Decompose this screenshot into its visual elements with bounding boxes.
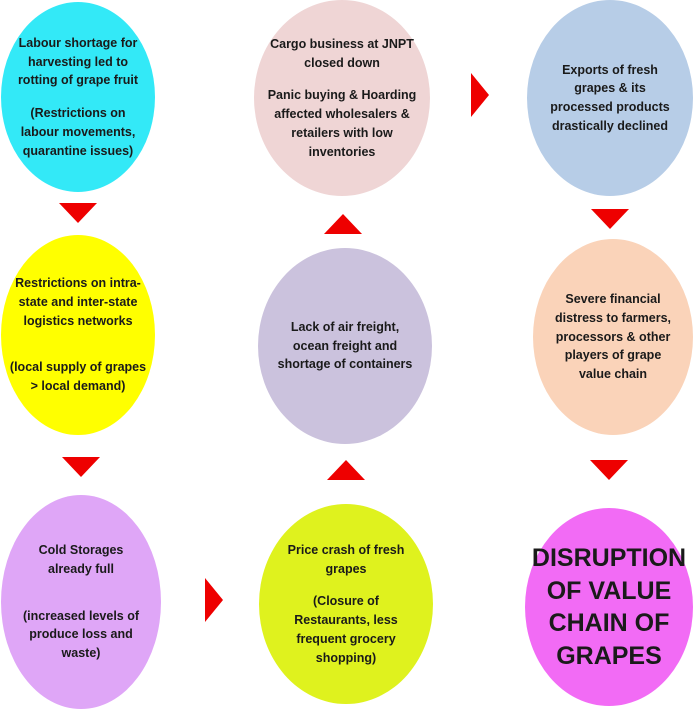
node-text-line: harvesting led to bbox=[27, 54, 129, 69]
node-text-line: value chain bbox=[578, 367, 648, 382]
node-text-line: (Closure of bbox=[313, 594, 379, 609]
node-text-line: distress to farmers, bbox=[554, 310, 672, 325]
node-disruption-of-value-chain: DISRUPTION OF VALUE CHAIN OF GRAPES bbox=[525, 508, 693, 706]
node-labour-shortage: Labour shortage for harvesting led to rott… bbox=[1, 2, 155, 192]
arrow-lack-of-freight-to-cargo bbox=[324, 214, 362, 234]
node-text-line: closed down bbox=[304, 55, 380, 70]
node-text-line: already full bbox=[48, 561, 114, 576]
node-text-line: inventories bbox=[308, 144, 376, 159]
node-text-line: quarantine issues) bbox=[22, 143, 134, 158]
node-text-line: Panic buying & Hoarding bbox=[267, 88, 417, 103]
node-text-line: shortage of containers bbox=[277, 357, 413, 372]
arrow-exports-to-financial-distress bbox=[591, 209, 629, 229]
node-text-line: affected wholesalers & bbox=[274, 107, 410, 121]
node-text-line: Cold Storages bbox=[38, 543, 124, 558]
node-text-line: grapes & its bbox=[574, 81, 646, 96]
node-text-line: grapes bbox=[325, 561, 367, 576]
node-text-line: retailers with low bbox=[291, 125, 393, 140]
node-financial-distress: Severe financial distress to farmers, proc… bbox=[533, 239, 693, 435]
node-text-line: Restaurants, less bbox=[294, 613, 398, 627]
node-text-line: Price crash of fresh bbox=[287, 542, 405, 557]
node-text-line: players of grape bbox=[564, 348, 662, 363]
node-price-crash: Price crash of fresh grapes (Closure of Res… bbox=[259, 504, 433, 704]
node-logistics-restrictions: Restrictions on intra-state and inter-st… bbox=[1, 235, 155, 435]
node-text-line: Exports of fresh bbox=[562, 62, 658, 77]
node-text-line: CHAIN OF bbox=[548, 609, 670, 637]
arrow-cargo-to-exports bbox=[471, 73, 489, 117]
node-text-line: DISRUPTION bbox=[531, 544, 687, 572]
arrow-restrictions-to-cold-storage bbox=[62, 457, 100, 477]
node-text-line: produce loss and bbox=[29, 627, 133, 642]
node-text-line: frequent grocery bbox=[296, 631, 396, 646]
node-exports-declined: Exports of fresh grapes & its processed pr… bbox=[527, 0, 693, 196]
arrow-price-crash-to-lack-of-freight bbox=[327, 460, 365, 480]
node-text-line: processors & other bbox=[555, 329, 671, 344]
node-cold-storages: Cold Storages already full (increased leve… bbox=[1, 495, 161, 709]
node-text-line: (Restrictions on bbox=[30, 106, 126, 120]
node-text-line: Lack of air freight, bbox=[290, 319, 400, 334]
node-text-line: > local demand) bbox=[30, 379, 126, 394]
node-text-line: labour movements, bbox=[20, 124, 136, 139]
node-text-line: Labour shortage for bbox=[18, 35, 138, 50]
node-text-line: shopping) bbox=[315, 650, 377, 665]
node-text-line: processed products bbox=[550, 100, 670, 114]
node-text-line: Severe financial bbox=[565, 292, 661, 307]
node-text-line: Restrictions on intra- bbox=[15, 276, 141, 291]
node-text-line: (local supply of grapes bbox=[9, 360, 147, 375]
node-text-line: logistics networks bbox=[23, 313, 133, 328]
node-text-line: waste) bbox=[61, 646, 101, 661]
node-text-line: Cargo business at JNPT bbox=[270, 36, 414, 51]
node-text-line: state and inter-state bbox=[18, 294, 138, 309]
node-text-line: drastically declined bbox=[551, 118, 669, 133]
arrow-financial-distress-to-disruption bbox=[590, 460, 628, 480]
node-text-line: (increased levels of bbox=[22, 608, 140, 623]
arrow-cold-storage-to-price-crash bbox=[205, 578, 223, 622]
node-text-line: OF VALUE bbox=[546, 576, 672, 605]
arrow-labour-to-restrictions bbox=[59, 203, 97, 223]
node-text-line: GRAPES bbox=[556, 641, 662, 670]
node-lack-of-freight: Lack of air freight, ocean freight and sho… bbox=[258, 248, 432, 444]
node-text-line: rotting of grape fruit bbox=[17, 73, 139, 88]
node-text-line: ocean freight and bbox=[292, 338, 398, 353]
